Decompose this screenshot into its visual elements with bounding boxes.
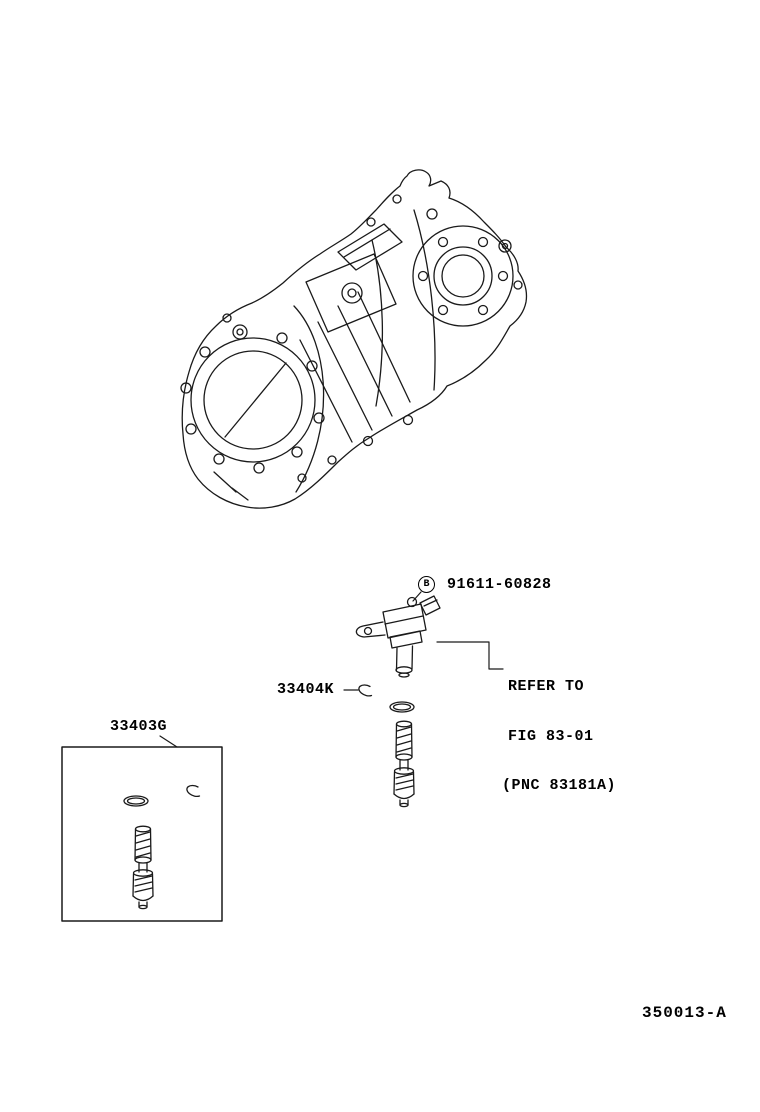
speed-sensor-drawing bbox=[355, 595, 441, 678]
refer-note-line2: FIG 83-01 bbox=[508, 727, 594, 745]
figure-code: 350013-A bbox=[642, 1004, 727, 1022]
kit-parts-drawing bbox=[123, 784, 201, 910]
refer-note-line3: (PNC 83181A) bbox=[502, 777, 617, 794]
driven-gear-drawing bbox=[393, 720, 415, 808]
refer-note: REFER TO FIG 83-01 (PNC 83181A) bbox=[502, 646, 616, 828]
kit-box-drawing bbox=[61, 746, 223, 922]
refer-note-line1: REFER TO bbox=[508, 678, 585, 695]
leader-lines bbox=[159, 591, 504, 748]
part-number-bolt: 91611-60828 bbox=[447, 576, 552, 593]
bolt-marker-circle: B bbox=[418, 576, 435, 593]
bolt-marker-letter: B bbox=[423, 579, 430, 590]
part-number-gear-kit: 33403G bbox=[110, 718, 168, 735]
oring-drawing bbox=[389, 701, 415, 713]
transmission-case-drawing bbox=[180, 169, 528, 509]
part-number-oring: 33404K bbox=[277, 681, 335, 698]
snap-ring-drawing bbox=[358, 684, 373, 697]
